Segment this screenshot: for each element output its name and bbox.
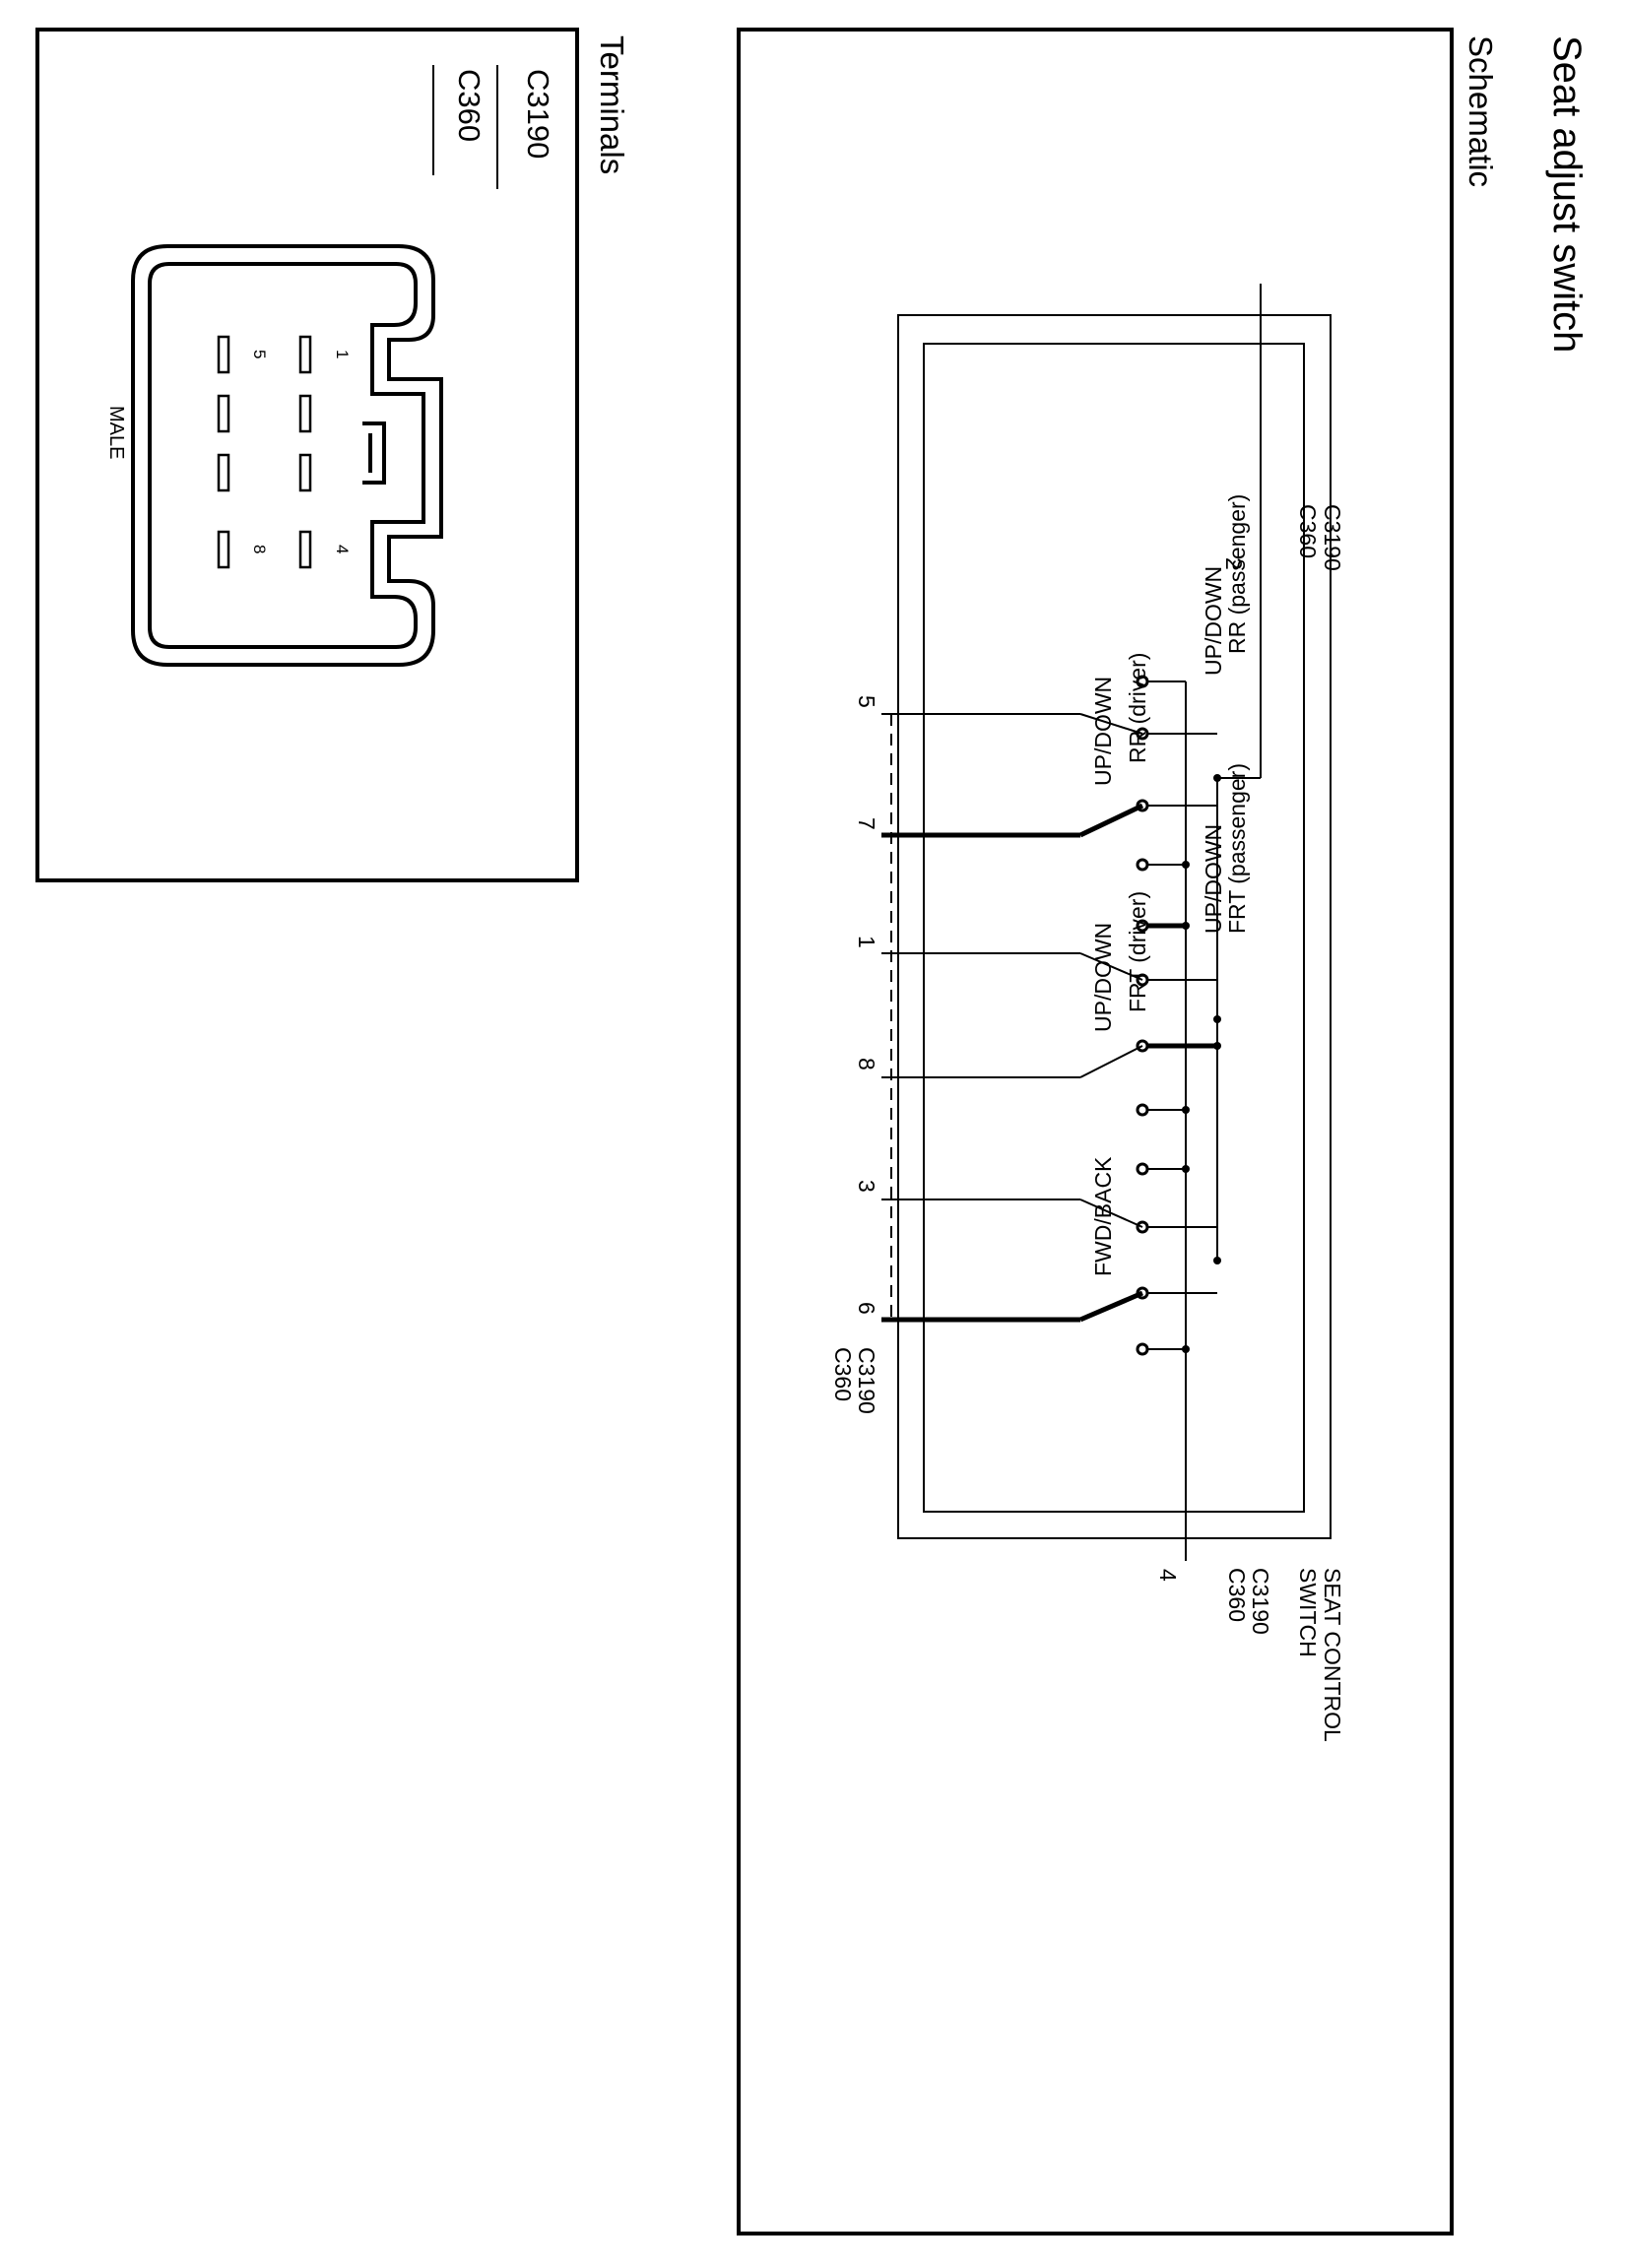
connector-shell-outer bbox=[131, 244, 443, 667]
connector-bottom-c3190: C3190 bbox=[1248, 1568, 1273, 1635]
label-frt-passenger: FRT (passenger) bbox=[1224, 763, 1250, 934]
connector-bottom-left-c360: C360 bbox=[830, 1347, 856, 1401]
switch-arms bbox=[881, 713, 1144, 1323]
label-rr-passenger-updown: UP/DOWN bbox=[1201, 566, 1226, 676]
label-rr-driver: RR (driver) bbox=[1125, 653, 1150, 763]
connector-latch bbox=[362, 421, 386, 485]
schematic-frame bbox=[737, 28, 1454, 2236]
pin-label-6: 6 bbox=[854, 1302, 879, 1315]
terminal-pin-8: 8 bbox=[250, 545, 269, 553]
page-title: Seat adjust switch bbox=[1545, 35, 1589, 353]
label-fwd-back: FWD/BACK bbox=[1090, 1156, 1116, 1276]
connector-gender: MALE bbox=[105, 406, 127, 459]
pin-2-lead bbox=[1217, 284, 1262, 779]
component-label-line1: SEAT CONTROL bbox=[1320, 1568, 1345, 1742]
connector-top-c3190: C3190 bbox=[1320, 504, 1345, 571]
pin-label-7: 7 bbox=[854, 817, 879, 830]
terminal-blades bbox=[217, 335, 312, 569]
terminals-c3190: C3190 bbox=[521, 69, 555, 159]
switch-body-inner bbox=[923, 343, 1305, 1513]
connector-bottom-c360: C360 bbox=[1224, 1568, 1250, 1622]
component-label-line2: SWITCH bbox=[1295, 1568, 1321, 1657]
label-rr-passenger: RR (passenger) bbox=[1224, 494, 1250, 654]
terminal-pin-4: 4 bbox=[333, 545, 352, 553]
pin-label-8: 8 bbox=[854, 1058, 879, 1070]
label-rr-driver-updown: UP/DOWN bbox=[1090, 677, 1116, 786]
connector-bottom-left-c3190: C3190 bbox=[854, 1347, 879, 1414]
pin-4-label: 4 bbox=[1155, 1569, 1181, 1582]
terminal-pin-5: 5 bbox=[250, 350, 269, 358]
connector-shell-inner bbox=[148, 262, 425, 649]
pin-2-label: 2 bbox=[1221, 557, 1247, 570]
terminals-c360: C360 bbox=[452, 69, 487, 142]
switch-body-outer bbox=[897, 314, 1332, 1539]
label-frt-passenger-updown: UP/DOWN bbox=[1201, 824, 1226, 934]
terminals-frame bbox=[35, 28, 579, 882]
connector-top-c360: C360 bbox=[1295, 504, 1321, 558]
pin-label-3: 3 bbox=[854, 1180, 879, 1193]
contacts bbox=[1136, 675, 1190, 1356]
pin-label-1: 1 bbox=[854, 936, 879, 948]
pin-label-5: 5 bbox=[854, 695, 879, 708]
common-contacts bbox=[1136, 727, 1221, 1300]
label-frt-driver-updown: UP/DOWN bbox=[1090, 923, 1116, 1032]
label-frt-driver: FRT (driver) bbox=[1125, 891, 1150, 1012]
schematic-heading: Schematic bbox=[1462, 35, 1499, 187]
terminal-pin-1: 1 bbox=[333, 350, 352, 358]
terminals-heading: Terminals bbox=[594, 35, 630, 174]
